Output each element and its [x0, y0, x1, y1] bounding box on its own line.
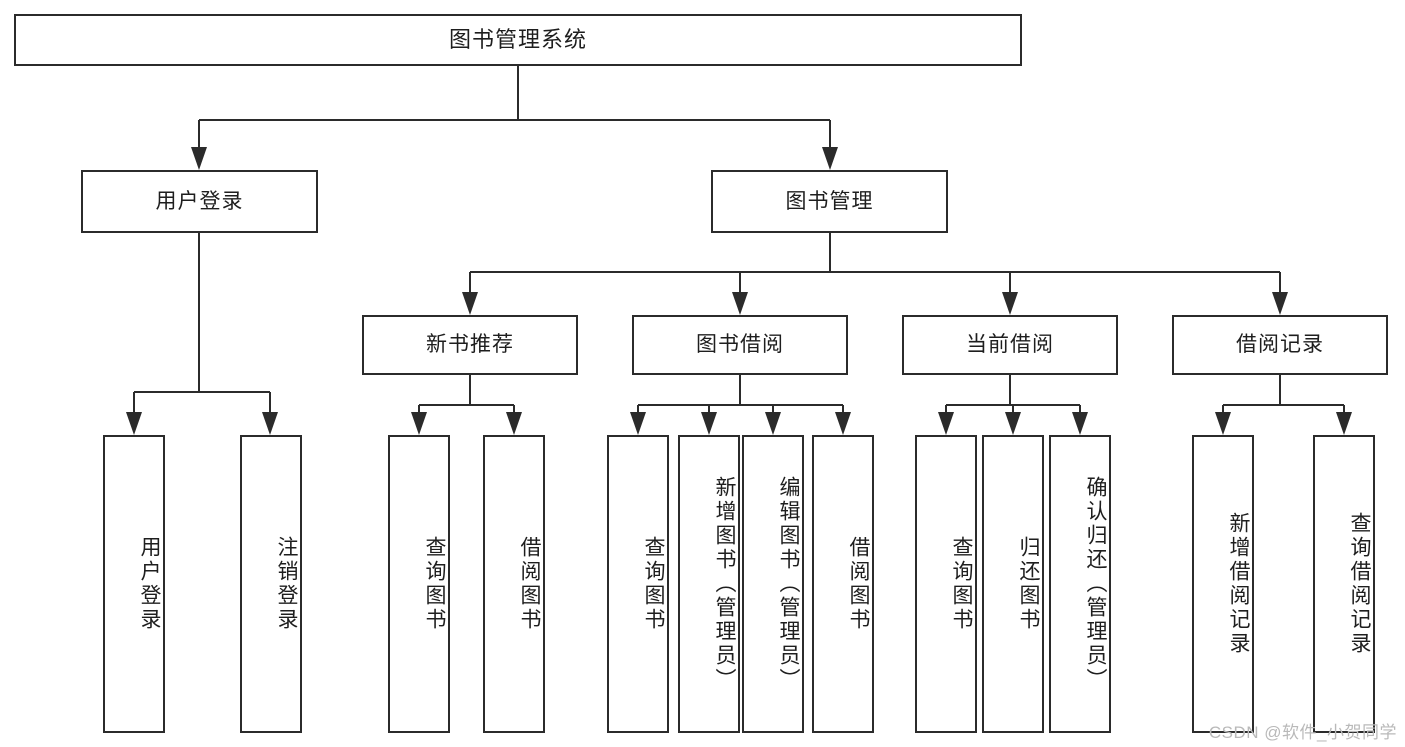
node-label: 借阅图书 — [518, 536, 541, 632]
connector-newbook-to-leaves — [411, 375, 522, 435]
watermark-text: CSDN @软件_小贺同学 — [1208, 723, 1397, 742]
leaf-current-borrow-confirm-return-admin[interactable]: 确认归还（管理员） — [1049, 435, 1111, 733]
node-label: 当前借阅 — [966, 333, 1054, 357]
leaf-current-borrow-query-book[interactable]: 查询图书 — [915, 435, 977, 733]
node-user-login[interactable]: 用户登录 — [81, 170, 318, 233]
connector-borrowrecord-to-leaves — [1215, 375, 1352, 435]
node-label: 新增借阅记录 — [1227, 512, 1250, 656]
leaf-borrow-record-query-record[interactable]: 查询借阅记录 — [1313, 435, 1375, 733]
connector-userlogin-to-leaves — [126, 233, 278, 435]
node-book-management[interactable]: 图书管理 — [711, 170, 948, 233]
node-label: 图书管理系统 — [448, 26, 587, 52]
node-book-borrow[interactable]: 图书借阅 — [632, 315, 848, 375]
node-label: 查询图书 — [950, 536, 973, 632]
node-label: 新书推荐 — [426, 333, 514, 357]
node-label: 注销登录 — [275, 536, 298, 632]
node-new-book-recommend[interactable]: 新书推荐 — [362, 315, 578, 375]
connector-bookmgmt-to-level3 — [462, 233, 1288, 315]
leaf-user-login-signin[interactable]: 用户登录 — [103, 435, 165, 733]
node-root-book-management-system[interactable]: 图书管理系统 — [14, 14, 1022, 66]
connector-root-to-level2 — [191, 66, 838, 170]
leaf-book-borrow-edit-book-admin[interactable]: 编辑图书（管理员） — [742, 435, 804, 733]
leaf-user-login-signout[interactable]: 注销登录 — [240, 435, 302, 733]
node-label: 确认归还（管理员） — [1084, 476, 1107, 692]
leaf-new-book-borrow-book[interactable]: 借阅图书 — [483, 435, 545, 733]
node-label: 用户登录 — [138, 536, 161, 632]
node-borrow-record[interactable]: 借阅记录 — [1172, 315, 1388, 375]
node-label: 查询借阅记录 — [1348, 512, 1371, 656]
connector-currentborrow-to-leaves — [938, 375, 1088, 435]
node-label: 归还图书 — [1017, 536, 1040, 632]
node-label: 借阅记录 — [1236, 333, 1324, 357]
node-label: 查询图书 — [642, 536, 665, 632]
node-label: 编辑图书（管理员） — [777, 476, 800, 692]
node-current-borrow[interactable]: 当前借阅 — [902, 315, 1118, 375]
node-label: 图书借阅 — [696, 333, 784, 357]
leaf-current-borrow-return-book[interactable]: 归还图书 — [982, 435, 1044, 733]
leaf-borrow-record-add-record[interactable]: 新增借阅记录 — [1192, 435, 1254, 733]
node-label: 查询图书 — [423, 536, 446, 632]
leaf-book-borrow-borrow-book[interactable]: 借阅图书 — [812, 435, 874, 733]
node-label: 图书管理 — [785, 189, 874, 213]
leaf-book-borrow-add-book-admin[interactable]: 新增图书（管理员） — [678, 435, 740, 733]
node-label: 新增图书（管理员） — [713, 476, 736, 692]
connector-bookborrow-to-leaves — [630, 375, 851, 435]
node-label: 借阅图书 — [847, 536, 870, 632]
leaf-book-borrow-query-book[interactable]: 查询图书 — [607, 435, 669, 733]
leaf-new-book-query-book[interactable]: 查询图书 — [388, 435, 450, 733]
node-label: 用户登录 — [155, 189, 244, 213]
